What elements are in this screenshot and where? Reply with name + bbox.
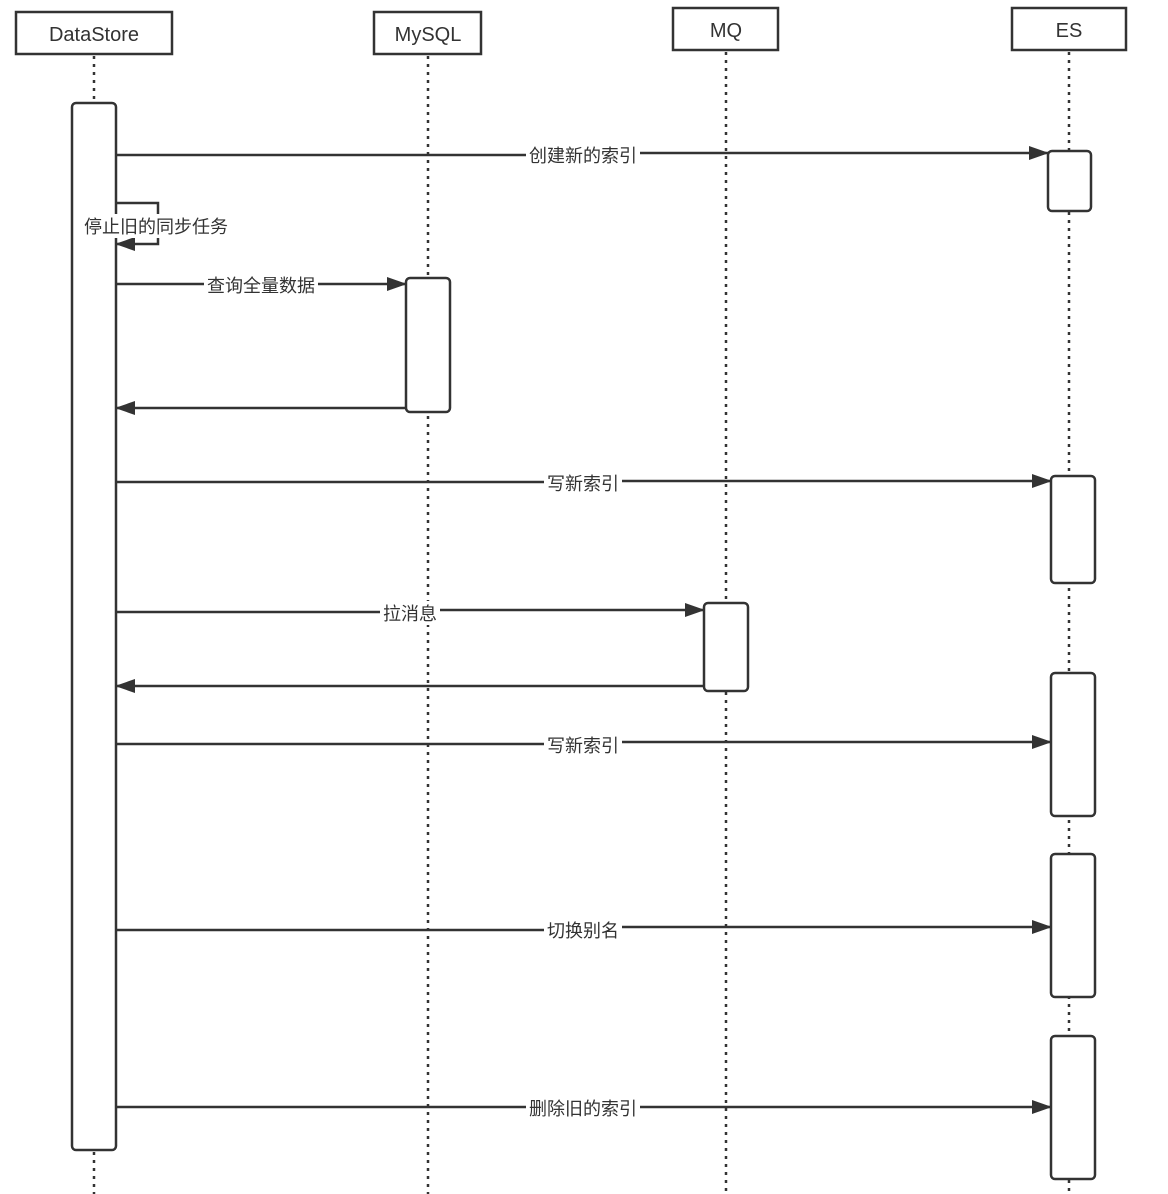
activation-es-5: [1049, 1034, 1097, 1181]
message-query-all-label: 查询全量数据: [207, 276, 315, 297]
participant-mysql[interactable]: MySQL: [372, 10, 483, 56]
message-stop-sync[interactable]: 停止旧的同步任务: [82, 201, 232, 251]
message-write-index-2-label: 写新索引: [547, 736, 619, 757]
message-write-index-2[interactable]: 写新索引: [116, 733, 1052, 757]
message-switch-alias-label: 切换别名: [547, 921, 619, 942]
message-delete-index-label: 删除旧的索引: [529, 1099, 637, 1120]
activation-es-2: [1049, 474, 1097, 585]
participant-datastore-label: DataStore: [49, 24, 139, 46]
participant-mq-label: MQ: [710, 20, 742, 42]
message-query-all[interactable]: 查询全量数据: [116, 273, 407, 297]
participant-es[interactable]: ES: [1010, 6, 1128, 52]
participant-datastore[interactable]: DataStore: [14, 10, 174, 56]
message-write-index-1[interactable]: 写新索引: [116, 471, 1052, 495]
activation-datastore: [70, 101, 118, 1152]
message-switch-alias[interactable]: 切换别名: [116, 918, 1052, 942]
message-delete-index[interactable]: 删除旧的索引: [116, 1096, 1052, 1120]
message-write-index-1-label: 写新索引: [547, 474, 619, 495]
message-pull-msg[interactable]: 拉消息: [116, 601, 705, 625]
activation-es-1: [1046, 149, 1093, 213]
participant-mysql-label: MySQL: [395, 24, 462, 46]
activation-mysql: [404, 276, 452, 414]
participant-mq[interactable]: MQ: [671, 6, 780, 52]
message-create-index[interactable]: 创建新的索引: [116, 144, 1049, 168]
message-pull-msg-label: 拉消息: [383, 604, 437, 625]
activation-es-3: [1049, 671, 1097, 818]
message-stop-sync-label: 停止旧的同步任务: [84, 217, 228, 238]
activation-es-4: [1049, 852, 1097, 999]
participant-es-label: ES: [1056, 20, 1083, 42]
activation-mq: [702, 601, 750, 693]
message-create-index-label: 创建新的索引: [529, 146, 637, 167]
